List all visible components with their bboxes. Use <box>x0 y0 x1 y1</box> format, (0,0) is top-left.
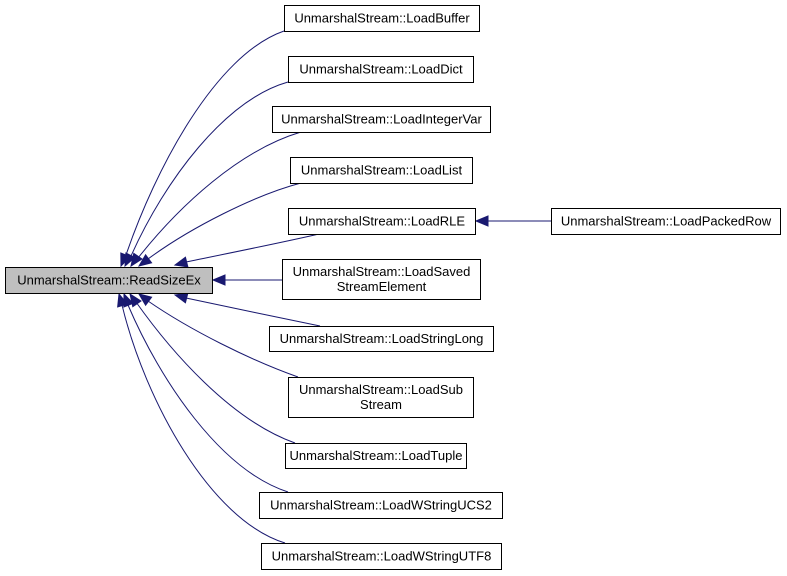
node-box[interactable] <box>259 492 503 519</box>
node-read-size-ex[interactable]: UnmarshalStream::ReadSizeEx <box>5 267 213 294</box>
node-box[interactable] <box>272 106 491 133</box>
node-label: UnmarshalStream::LoadSaved <box>293 264 471 279</box>
arrowhead-icon <box>173 256 189 268</box>
arrowhead-icon <box>130 252 143 268</box>
edge-line <box>137 131 302 259</box>
node-box[interactable] <box>269 326 494 352</box>
node-label: UnmarshalStream::LoadTuple <box>290 448 463 463</box>
node-load-rle[interactable]: UnmarshalStream::LoadRLE <box>288 208 476 235</box>
edge-LoadRLE-to-ReadSizeEx <box>173 233 320 268</box>
node-load-packed-row[interactable]: UnmarshalStream::LoadPackedRow <box>551 208 781 235</box>
arrowhead-icon <box>129 292 142 308</box>
nodes-layer: UnmarshalStream::ReadSizeExUnmarshalStre… <box>5 5 781 570</box>
node-label: StreamElement <box>337 279 427 294</box>
node-box[interactable] <box>5 267 213 294</box>
node-box[interactable] <box>282 259 481 300</box>
edge-line <box>121 304 286 544</box>
edge-LoadWStringUCS2-to-ReadSizeEx <box>123 292 289 493</box>
edge-LoadWStringUTF8-to-ReadSizeEx <box>117 292 286 544</box>
edge-line <box>127 304 289 493</box>
node-label: UnmarshalStream::LoadDict <box>299 62 463 77</box>
edge-line <box>147 182 302 260</box>
node-label: Stream <box>360 397 402 412</box>
edges-layer <box>117 30 551 544</box>
edge-LoadDict-to-ReadSizeEx <box>124 81 289 268</box>
arrowhead-icon <box>211 274 226 286</box>
edge-line <box>185 297 321 327</box>
edge-LoadStringLong-to-ReadSizeEx <box>173 292 321 327</box>
node-box[interactable] <box>285 443 467 469</box>
node-label: UnmarshalStream::LoadList <box>301 163 463 178</box>
node-load-integer-var[interactable]: UnmarshalStream::LoadIntegerVar <box>272 106 491 133</box>
node-box[interactable] <box>261 543 502 570</box>
node-load-string-long[interactable]: UnmarshalStream::LoadStringLong <box>269 326 494 352</box>
node-load-dict[interactable]: UnmarshalStream::LoadDict <box>288 56 474 83</box>
node-load-wstring-ucs2[interactable]: UnmarshalStream::LoadWStringUCS2 <box>259 492 503 519</box>
node-label: UnmarshalStream::LoadSub <box>299 382 463 397</box>
node-box[interactable] <box>288 56 474 83</box>
edge-line <box>125 30 285 256</box>
node-box[interactable] <box>551 208 781 235</box>
node-load-list[interactable]: UnmarshalStream::LoadList <box>290 157 473 184</box>
node-label: UnmarshalStream::LoadIntegerVar <box>281 112 482 127</box>
edge-LoadBuffer-to-ReadSizeEx <box>120 30 285 268</box>
edge-line <box>185 233 320 263</box>
node-label: UnmarshalStream::LoadBuffer <box>294 11 470 26</box>
node-label: UnmarshalStream::LoadWStringUTF8 <box>272 549 492 564</box>
node-label: UnmarshalStream::ReadSizeEx <box>17 273 201 288</box>
node-label: UnmarshalStream::LoadWStringUCS2 <box>270 498 492 513</box>
node-box[interactable] <box>288 208 476 235</box>
arrowhead-icon <box>474 215 489 227</box>
edge-LoadSubStream-to-ReadSizeEx <box>137 293 299 378</box>
edge-line <box>135 301 296 444</box>
node-label: UnmarshalStream::LoadPackedRow <box>561 214 772 229</box>
arrowhead-icon <box>137 253 153 267</box>
node-load-wstring-utf8[interactable]: UnmarshalStream::LoadWStringUTF8 <box>261 543 502 570</box>
edge-LoadPackedRow-to-LoadRLE <box>474 215 551 227</box>
arrowhead-icon <box>124 252 136 268</box>
edge-line <box>130 81 289 257</box>
node-box[interactable] <box>288 377 474 418</box>
node-label: UnmarshalStream::LoadStringLong <box>280 331 484 346</box>
edge-line <box>147 300 299 378</box>
node-load-tuple[interactable]: UnmarshalStream::LoadTuple <box>285 443 467 469</box>
node-box[interactable] <box>290 157 473 184</box>
node-box[interactable] <box>284 5 480 32</box>
arrowhead-icon <box>117 292 129 308</box>
arrowhead-icon <box>137 293 153 307</box>
node-label: UnmarshalStream::LoadRLE <box>299 214 466 229</box>
edge-LoadList-to-ReadSizeEx <box>137 182 302 267</box>
arrowhead-icon <box>173 292 189 304</box>
node-load-buffer[interactable]: UnmarshalStream::LoadBuffer <box>284 5 480 32</box>
edge-LoadIntegerVar-to-ReadSizeEx <box>130 131 302 268</box>
edge-LoadTuple-to-ReadSizeEx <box>129 292 296 444</box>
edge-LoadSavedStreamElement-to-ReadSizeEx <box>211 274 282 286</box>
